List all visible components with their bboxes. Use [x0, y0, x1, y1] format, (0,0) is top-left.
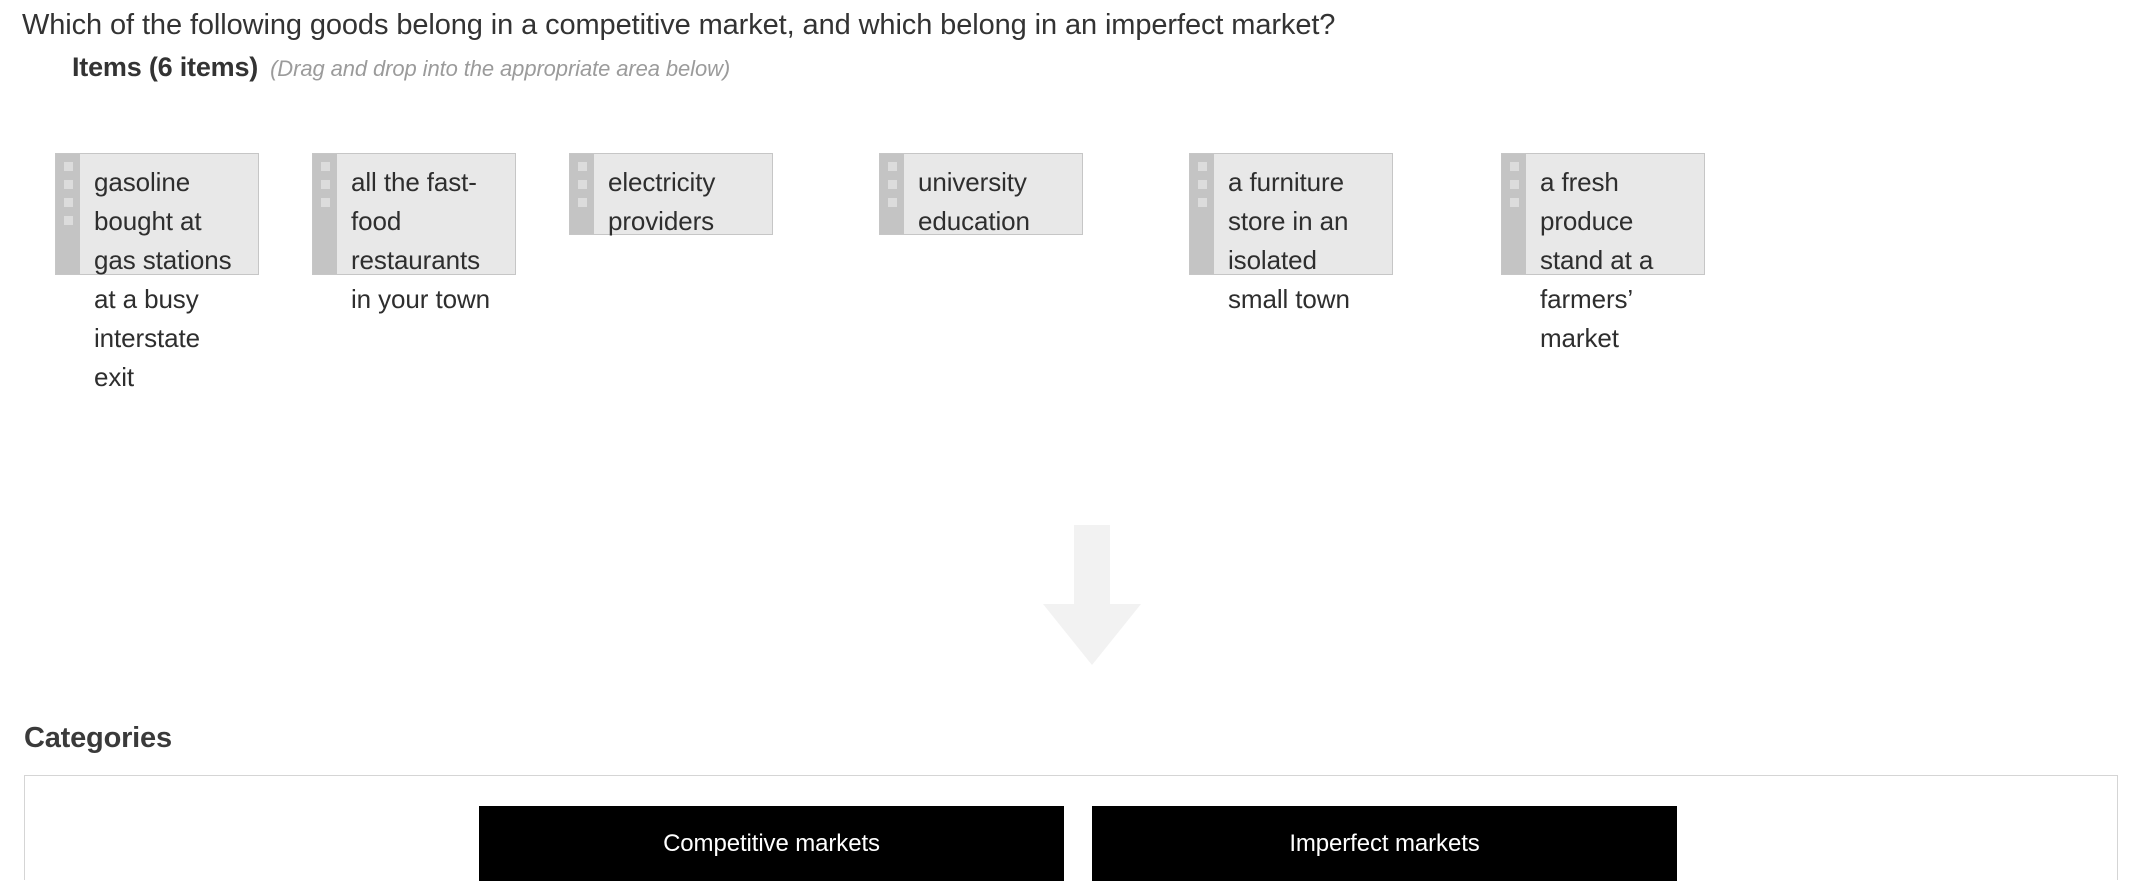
category-header-imperfect[interactable]: Imperfect markets [1092, 806, 1677, 881]
drag-dot [63, 180, 73, 189]
drag-handle-icon[interactable] [56, 154, 80, 274]
items-header: Items (6 items) (Drag and drop into the … [72, 52, 730, 83]
drag-dot [577, 180, 587, 189]
drag-dot [1509, 162, 1519, 171]
list-item-label: gasoline bought at gas stations at a bus… [94, 167, 232, 392]
categories-title: Categories [24, 722, 172, 754]
drag-handle-icon[interactable] [880, 154, 904, 234]
list-item-label: a furniture store in an isolated small t… [1228, 167, 1350, 314]
list-item[interactable]: all the fast-food restaurants in your to… [312, 153, 516, 314]
arrow-down-icon [1043, 525, 1141, 665]
drag-handle-icon[interactable] [313, 154, 337, 274]
drag-dot [320, 180, 330, 189]
drag-dot [887, 198, 897, 207]
page-title: Which of the following goods belong in a… [22, 9, 1336, 41]
list-item[interactable]: a fresh produce stand at a farmers’ mark… [1501, 153, 1705, 353]
drag-dot [1197, 180, 1207, 189]
drag-dot [577, 198, 587, 207]
drag-dot [320, 162, 330, 171]
drag-handle-icon[interactable] [1190, 154, 1214, 274]
drag-dot [887, 162, 897, 171]
drag-dot [887, 180, 897, 189]
items-instruction-hint: (Drag and drop into the appropriate area… [270, 56, 731, 81]
category-column-imperfect[interactable]: Imperfect markets [1092, 806, 1677, 881]
items-bank: gasoline bought at gas stations at a bus… [55, 153, 2015, 392]
list-item-label: university education [918, 167, 1030, 236]
drag-dot [63, 162, 73, 171]
category-header-competitive[interactable]: Competitive markets [479, 806, 1064, 881]
drag-dot [577, 162, 587, 171]
list-item[interactable]: a furniture store in an isolated small t… [1189, 153, 1393, 314]
drag-handle-icon[interactable] [1502, 154, 1526, 274]
list-item-label: electricity providers [608, 167, 716, 236]
list-item[interactable]: electricity providers [569, 153, 773, 236]
list-item[interactable]: university education [879, 153, 1083, 236]
drag-dot [1509, 180, 1519, 189]
drag-dot [1197, 198, 1207, 207]
drag-handle-icon[interactable] [570, 154, 594, 234]
drag-dot [320, 198, 330, 207]
drag-dot [1197, 162, 1207, 171]
list-item-label: a fresh produce stand at a farmers’ mark… [1540, 167, 1654, 353]
list-item[interactable]: gasoline bought at gas stations at a bus… [55, 153, 259, 392]
drag-dot [1509, 198, 1519, 207]
items-title: Items (6 items) [72, 52, 259, 82]
list-item-label: all the fast-food restaurants in your to… [351, 167, 490, 314]
drag-dot [63, 216, 73, 225]
categories-panel: Competitive markets Imperfect markets [24, 775, 2118, 881]
category-column-competitive[interactable]: Competitive markets [479, 806, 1064, 881]
drag-dot [63, 198, 73, 207]
